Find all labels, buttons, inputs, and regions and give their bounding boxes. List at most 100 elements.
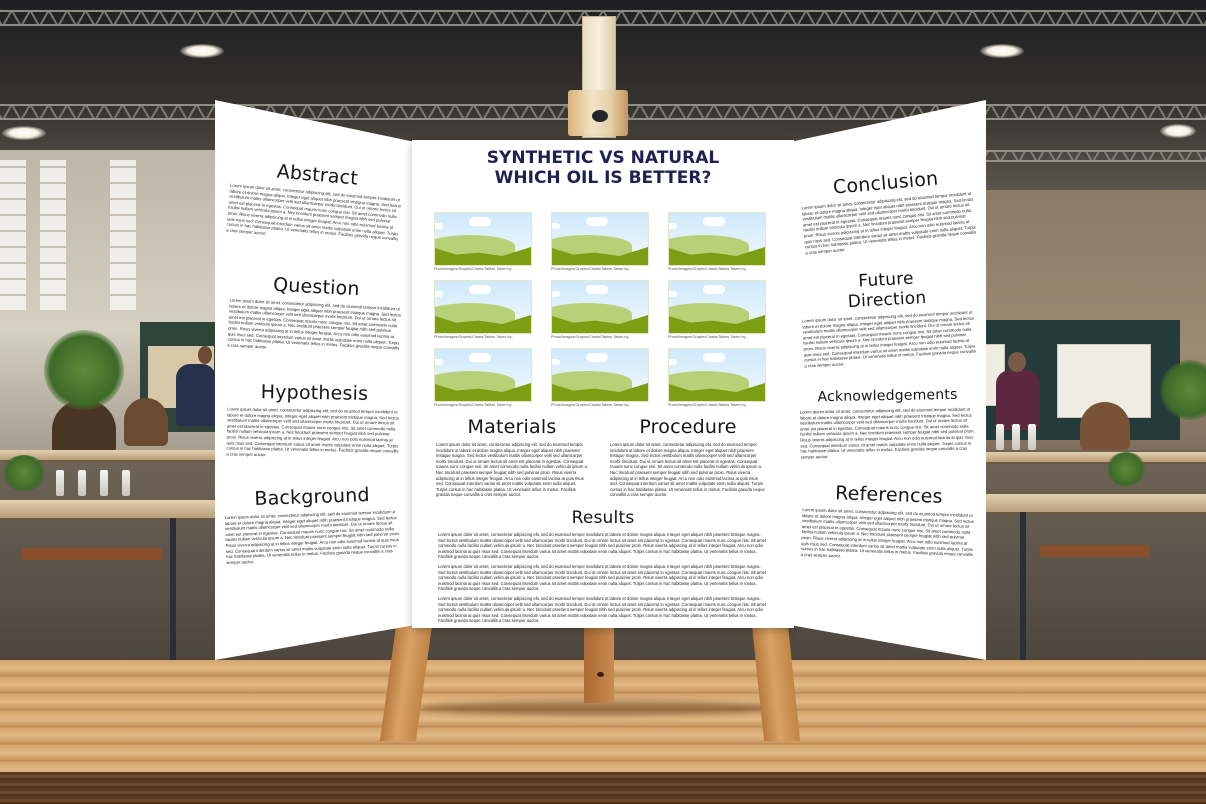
- section-body: Lorem ipsum dolor sit amet, consectetur …: [800, 507, 974, 559]
- person: [176, 364, 216, 426]
- potted-plant: [2, 455, 46, 491]
- section-acknowledgements: Acknowledgements Lorem ipsum dolor sit a…: [799, 386, 976, 459]
- photo-caption: Photo/Images/Graphs/Charts/Tables Taken …: [668, 267, 749, 271]
- desk: [986, 452, 1206, 464]
- person-seated: [1080, 402, 1130, 450]
- placeholder-landscape-image: [551, 348, 649, 402]
- easel-leg-center: [584, 625, 614, 703]
- sample-bottle: [1028, 424, 1036, 450]
- chair: [22, 548, 162, 560]
- section-background: Background Lorem ipsum dolor sit amet, c…: [224, 483, 403, 565]
- person-head: [1008, 352, 1026, 372]
- section-future-direction: Future Direction Lorem ipsum dolor sit a…: [800, 266, 977, 369]
- photo-item: Photo/Images/Graphs/Charts/Tables Taken …: [551, 280, 649, 340]
- photo-item: Photo/Images/Graphs/Charts/Tables Taken …: [551, 348, 649, 408]
- poster-right-panel: Conclusion Lorem ipsum dolor sit amet, c…: [790, 100, 986, 660]
- placeholder-landscape-image: [668, 280, 766, 334]
- poster-title-line-2: WHICH OIL IS BETTER?: [494, 168, 712, 188]
- section-heading: Background: [254, 484, 371, 511]
- section-body: Lorem ipsum dolor sit amet, consectetur …: [226, 182, 402, 242]
- section-conclusion: Conclusion Lorem ipsum dolor sit amet, c…: [799, 165, 977, 256]
- photo-item: Photo/Images/Graphs/Charts/Tables Taken …: [434, 280, 532, 340]
- photo-caption: Photo/Images/Graphs/Charts/Tables Taken …: [434, 403, 515, 407]
- sample-bottle: [996, 424, 1004, 450]
- section-body: Lorem ipsum dolor sit amet, consectetur …: [226, 406, 399, 457]
- photo-item: Photo/Images/Graphs/Charts/Tables Taken …: [434, 348, 532, 408]
- window: [0, 160, 26, 310]
- person-seated: [124, 398, 168, 446]
- section-question: Question Lorem ipsum dolor sit amet, con…: [227, 272, 403, 357]
- desk-leg: [1020, 512, 1026, 662]
- photo-caption: Photo/Images/Graphs/Charts/Tables Taken …: [434, 335, 515, 339]
- photo-caption: Photo/Images/Graphs/Charts/Tables Taken …: [551, 403, 632, 407]
- section-heading: Results: [571, 508, 635, 528]
- section-materials: Materials Lorem ipsum dolor sit amet, co…: [436, 416, 588, 498]
- desk-leg: [170, 518, 176, 663]
- placeholder-landscape-image: [551, 280, 649, 334]
- photo-item: Photo/Images/Graphs/Charts/Tables Taken …: [668, 280, 766, 340]
- section-body: Lorem ipsum dolor sit amet, consectetur …: [801, 309, 977, 369]
- placeholder-landscape-image: [668, 348, 766, 402]
- ceiling-lamp: [180, 44, 224, 58]
- plant: [1160, 360, 1206, 420]
- section-body: Lorem ipsum dolor sit amet, consectetur …: [224, 509, 401, 565]
- sample-bottle: [1012, 424, 1020, 450]
- easel-hole: [597, 672, 604, 677]
- easel-knob: [592, 110, 608, 122]
- wooden-table-edge: [0, 772, 1206, 804]
- photo-caption: Photo/Images/Graphs/Charts/Tables Taken …: [551, 267, 632, 271]
- window: [40, 160, 66, 310]
- section-heading: Acknowledgements: [817, 386, 958, 406]
- poster-title: SYNTHETIC VS NATURAL WHICH OIL IS BETTER…: [412, 148, 794, 188]
- ceiling-lamp: [2, 126, 46, 140]
- poster-center-panel: SYNTHETIC VS NATURAL WHICH OIL IS BETTER…: [412, 140, 794, 628]
- desk: [0, 500, 216, 520]
- section-heading: Materials: [467, 416, 557, 438]
- section-hypothesis: Hypothesis Lorem ipsum dolor sit amet, c…: [226, 380, 401, 459]
- section-body: Lorem ipsum dolor sit amet, consectetur …: [227, 297, 402, 351]
- section-heading: References: [834, 482, 944, 508]
- photo-grid: Photo/Images/Graphs/Charts/Tables Taken …: [434, 212, 774, 408]
- placeholder-landscape-image: [434, 348, 532, 402]
- photo-item: Photo/Images/Graphs/Charts/Tables Taken …: [551, 212, 649, 272]
- section-procedure: Procedure Lorem ipsum dolor sit amet, co…: [610, 416, 766, 498]
- ceiling-lamp: [1160, 124, 1196, 138]
- section-heading: Procedure: [639, 416, 737, 438]
- section-body: Lorem ipsum dolor sit amet, consectetur …: [438, 595, 767, 624]
- potted-plant: [1106, 452, 1146, 486]
- photo-item: Photo/Images/Graphs/Charts/Tables Taken …: [668, 348, 766, 408]
- poster-title-line-1: SYNTHETIC VS NATURAL: [486, 148, 720, 168]
- photo-caption: Photo/Images/Graphs/Charts/Tables Taken …: [668, 403, 749, 407]
- section-references: References Lorem ipsum dolor sit amet, c…: [801, 481, 976, 563]
- section-abstract: Abstract Lorem ipsum dolor sit amet, con…: [226, 157, 404, 248]
- section-heading: Question: [272, 273, 361, 301]
- poster-left-panel: Abstract Lorem ipsum dolor sit amet, con…: [215, 100, 415, 660]
- section-body: Lorem ipsum dolor sit amet, consectetur …: [801, 190, 977, 256]
- person-presenting: [996, 370, 1040, 430]
- sample-bottle: [122, 470, 130, 496]
- section-body: Lorem ipsum dolor sit amet, consectetur …: [436, 442, 588, 498]
- person-head: [198, 346, 212, 364]
- easel-shadow: [420, 700, 780, 716]
- window: [110, 160, 136, 310]
- section-results: Results Lorem ipsum dolor sit amet, cons…: [438, 508, 768, 624]
- chair: [1040, 545, 1150, 557]
- section-body: Lorem ipsum dolor sit amet, consectetur …: [610, 442, 765, 498]
- plant: [44, 330, 124, 410]
- heading-line-2: Direction: [847, 287, 927, 313]
- placeholder-landscape-image: [551, 212, 649, 266]
- placeholder-landscape-image: [434, 280, 532, 334]
- section-heading: Future Direction: [800, 266, 974, 315]
- placeholder-landscape-image: [668, 212, 766, 266]
- photo-item: Photo/Images/Graphs/Charts/Tables Taken …: [668, 212, 766, 272]
- desk: [0, 450, 216, 462]
- photo-caption: Photo/Images/Graphs/Charts/Tables Taken …: [434, 267, 515, 271]
- photo-item: Photo/Images/Graphs/Charts/Tables Taken …: [434, 212, 532, 272]
- section-body: Lorem ipsum dolor sit amet, consectetur …: [799, 406, 975, 460]
- desk: [986, 494, 1206, 514]
- ceiling-lamp: [980, 44, 1024, 58]
- sample-bottle: [78, 470, 86, 496]
- photo-caption: Photo/Images/Graphs/Charts/Tables Taken …: [668, 335, 749, 339]
- sample-bottle: [56, 470, 64, 496]
